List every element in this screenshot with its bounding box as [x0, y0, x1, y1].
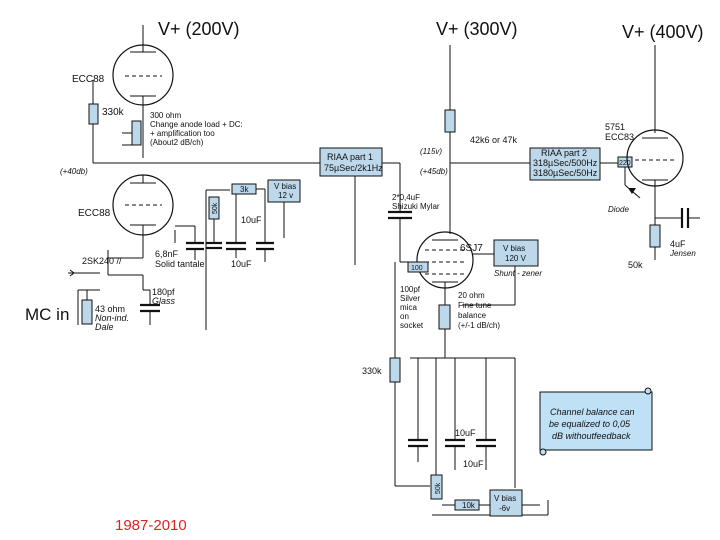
- vbias-120v-line1: V bias: [503, 244, 525, 253]
- label-silver-1: 100pf: [400, 285, 421, 294]
- tube-ecc88-bottom: [112, 174, 174, 245]
- vbias-6v-line1: V bias: [494, 494, 516, 503]
- label-10uf-c: 10uF: [455, 428, 476, 438]
- label-50k-cathode: 50k: [628, 260, 643, 270]
- label-silver-2: Silver: [400, 294, 420, 303]
- label-10uf-d: 10uF: [463, 459, 484, 469]
- label-115v: (115v): [420, 147, 442, 156]
- resistor-50k-cathode: [649, 224, 661, 248]
- label-jensen: Jensen: [669, 249, 696, 258]
- label-180pf: 180pf: [152, 287, 175, 297]
- resistor-43-ohm: [81, 299, 93, 325]
- label-68nf: 6,8nF: [155, 249, 179, 259]
- note-line2: be equalized to 0,05: [549, 419, 631, 429]
- vbias-120v-line2: 120 V: [505, 254, 527, 263]
- label-dale: Dale: [95, 322, 114, 332]
- label-mc-in: MC in: [25, 305, 69, 324]
- label-4uf: 4uF: [670, 239, 686, 249]
- note-300ohm-2: Change anode load + DC:: [150, 120, 243, 129]
- riaa-part1-box: [319, 147, 383, 177]
- rail-label-200v: V+ (200V): [158, 19, 240, 39]
- note-line1: Channel balance can: [550, 407, 635, 417]
- label-solid-tantale: Solid tantale: [155, 259, 205, 269]
- resistor-330k-lower: [389, 357, 401, 383]
- label-100: 100: [411, 265, 423, 272]
- resistor-330k-top: [88, 103, 99, 125]
- label-shizuki-2: Shizuki Mylar: [392, 202, 440, 211]
- riaa1-line2: 75µSec/2k1Hz: [324, 163, 383, 173]
- resistor-300-ohm: [131, 120, 142, 146]
- resistor-100: [407, 261, 429, 273]
- scroll-note: Channel balance can be equalized to 0,05…: [539, 387, 653, 456]
- rail-label-400v: V+ (400V): [622, 22, 704, 42]
- label-10uf-a: 10uF: [241, 215, 262, 225]
- label-3k: 3k: [240, 185, 249, 194]
- label-10k: 10k: [462, 501, 476, 510]
- label-shunt-zener: Shunt - zener: [494, 269, 542, 278]
- tube-label-ecc88-bottom: ECC88: [78, 208, 111, 219]
- label-50k-a: 50k: [212, 202, 219, 214]
- riaa-part2-box: [529, 147, 601, 181]
- label-plus40db: (+40db): [60, 167, 88, 176]
- tube-ecc83: [626, 45, 684, 225]
- vbias-6v-line2: -6v: [499, 504, 510, 513]
- resistor-50k-b: [430, 474, 443, 500]
- label-non-ind: Non-ind.: [95, 313, 129, 323]
- label-10uf-b: 10uF: [231, 259, 252, 269]
- tube-label-ecc83: ECC83: [605, 132, 634, 142]
- riaa1-line1: RIAA part 1: [327, 152, 373, 162]
- label-220: 220: [619, 160, 631, 167]
- note-300ohm-4: (About2 dB/ch): [150, 138, 204, 147]
- riaa2-line2: 318µSec/500Hz: [533, 158, 598, 168]
- tube-6sj7: [416, 45, 474, 305]
- label-42k6: 42k6 or 47k: [470, 135, 518, 145]
- label-50k-b: 50k: [435, 482, 442, 494]
- vbias-120v-box: [493, 239, 539, 267]
- note-300ohm-3: + amplification too: [150, 129, 215, 138]
- vbias-12v-line2: 12 v: [278, 191, 293, 200]
- tube-label-5751: 5751: [605, 122, 625, 132]
- vbias-12v-line1: V bias: [274, 182, 296, 191]
- year-label: 1987-2010: [115, 517, 187, 534]
- resistor-20-ohm: [438, 304, 451, 330]
- tube-label-6sj7: 6SJ7: [460, 243, 483, 254]
- resistor-42k6: [444, 109, 456, 133]
- label-fine-3: balance: [458, 311, 487, 320]
- label-fine-1: 20 ohm: [458, 291, 485, 300]
- label-diode: Diode: [608, 205, 629, 214]
- label-330k-top: 330k: [102, 107, 125, 118]
- tube-label-ecc88-top: ECC88: [72, 74, 105, 85]
- vbias-minus6v-box: [489, 489, 523, 517]
- label-silver-3: mica: [400, 303, 417, 312]
- label-180pf-glass: Glass: [152, 296, 176, 306]
- label-jfet: 2SK240 //: [82, 256, 122, 266]
- rail-label-300v: V+ (300V): [436, 19, 518, 39]
- label-fine-4: (+/-1 dB/ch): [458, 321, 500, 330]
- label-43ohm: 43 ohm: [95, 304, 125, 314]
- note-300ohm-1: 300 ohm: [150, 111, 181, 120]
- note-line3: dB withoutfeedback: [552, 431, 631, 441]
- label-330k-lower: 330k: [362, 366, 382, 376]
- riaa2-line1: RIAA part 2: [541, 148, 587, 158]
- label-silver-4: on: [400, 312, 409, 321]
- label-plus45db: (+45db): [420, 167, 448, 176]
- riaa2-line3: 3180µSec/50Hz: [533, 168, 598, 178]
- label-silver-5: socket: [400, 321, 424, 330]
- label-shizuki-1: 2*0,4uF: [392, 193, 420, 202]
- tube-ecc88-top: [112, 25, 174, 158]
